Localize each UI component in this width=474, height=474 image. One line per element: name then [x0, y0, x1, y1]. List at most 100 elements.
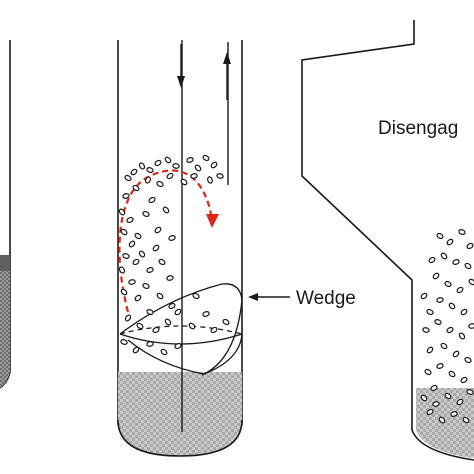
- particle: [432, 272, 440, 280]
- particle: [168, 235, 176, 241]
- left-column: [0, 40, 11, 389]
- particle: [466, 389, 474, 395]
- particle: [122, 193, 130, 199]
- particle: [202, 154, 210, 162]
- particle: [422, 327, 430, 333]
- particle: [144, 176, 152, 184]
- particle: [132, 184, 140, 192]
- particle: [426, 346, 434, 354]
- particle: [148, 196, 156, 204]
- particle: [436, 297, 444, 303]
- particle: [222, 318, 230, 326]
- particle: [460, 376, 468, 384]
- up-arrow-icon: [223, 52, 231, 64]
- particle: [166, 172, 174, 180]
- particle: [194, 164, 202, 172]
- circulation-arrow: [118, 169, 219, 313]
- particle: [216, 173, 224, 179]
- particle: [180, 178, 188, 186]
- particle: [168, 302, 176, 310]
- particle: [162, 206, 170, 214]
- particle: [436, 363, 444, 369]
- particle: [188, 322, 196, 330]
- particle: [174, 342, 182, 350]
- particle: [448, 370, 456, 378]
- particle: [138, 250, 146, 258]
- particle: [122, 253, 130, 259]
- particle: [126, 216, 134, 224]
- particle: [468, 278, 474, 286]
- particle: [174, 308, 182, 316]
- particle: [128, 279, 136, 285]
- particle: [146, 341, 154, 347]
- particle: [458, 332, 466, 340]
- particle: [120, 228, 128, 236]
- particle: [456, 398, 464, 406]
- particle: [186, 157, 194, 163]
- particle: [124, 174, 132, 182]
- particle: [152, 244, 160, 252]
- right-column-bed: [416, 388, 474, 458]
- particle: [210, 161, 218, 169]
- particle: [152, 326, 160, 334]
- particle: [156, 292, 164, 300]
- particle: [120, 339, 128, 345]
- particle: [192, 292, 200, 300]
- particle: [458, 229, 466, 235]
- center-column-bottom: [117, 419, 243, 457]
- particle: [464, 262, 472, 270]
- particle: [146, 267, 154, 273]
- particle: [466, 242, 474, 250]
- particle: [438, 416, 446, 424]
- particle: [154, 226, 162, 234]
- particle: [164, 156, 172, 164]
- particle: [128, 240, 136, 248]
- right-column: Disengag: [301, 20, 474, 461]
- particle: [428, 256, 436, 264]
- particle: [146, 167, 154, 173]
- particle: [154, 159, 162, 167]
- particle: [158, 258, 166, 266]
- downflow-arrow: [177, 44, 185, 88]
- particle: [124, 314, 132, 322]
- particle: [138, 162, 146, 170]
- particle: [430, 384, 438, 392]
- particle: [460, 308, 468, 316]
- wedge-pointer-arrow-icon: [248, 293, 258, 301]
- particle: [164, 318, 172, 326]
- particle: [118, 266, 126, 274]
- particle: [464, 356, 472, 364]
- particle: [426, 408, 434, 416]
- particle: [210, 326, 218, 334]
- particle: [456, 286, 464, 294]
- disengagement-label: Disengag: [378, 118, 458, 139]
- wedge-callout: Wedge: [248, 288, 356, 309]
- particle: [440, 252, 448, 260]
- upflow-pipe: [223, 42, 231, 185]
- particle: [202, 311, 210, 317]
- particle: [446, 326, 454, 334]
- particle: [434, 319, 442, 325]
- particle: [166, 275, 174, 281]
- particle: [426, 308, 434, 316]
- particle: [420, 292, 428, 300]
- left-column-bed: [0, 271, 10, 388]
- particle: [424, 368, 432, 376]
- particle: [146, 309, 154, 315]
- particle: [120, 288, 128, 296]
- left-column-bed-top: [0, 255, 10, 271]
- center-column: [117, 40, 243, 457]
- wedge-shape: [119, 283, 243, 376]
- particle: [420, 394, 428, 402]
- particle: [134, 294, 142, 302]
- particle: [207, 176, 213, 184]
- particle: [432, 401, 440, 407]
- disengagement-section-wall: [301, 20, 474, 461]
- particle: [142, 210, 150, 218]
- particle: [448, 302, 456, 310]
- particle: [132, 258, 140, 266]
- particle: [136, 322, 144, 330]
- particle: [130, 168, 138, 176]
- particle: [156, 180, 164, 188]
